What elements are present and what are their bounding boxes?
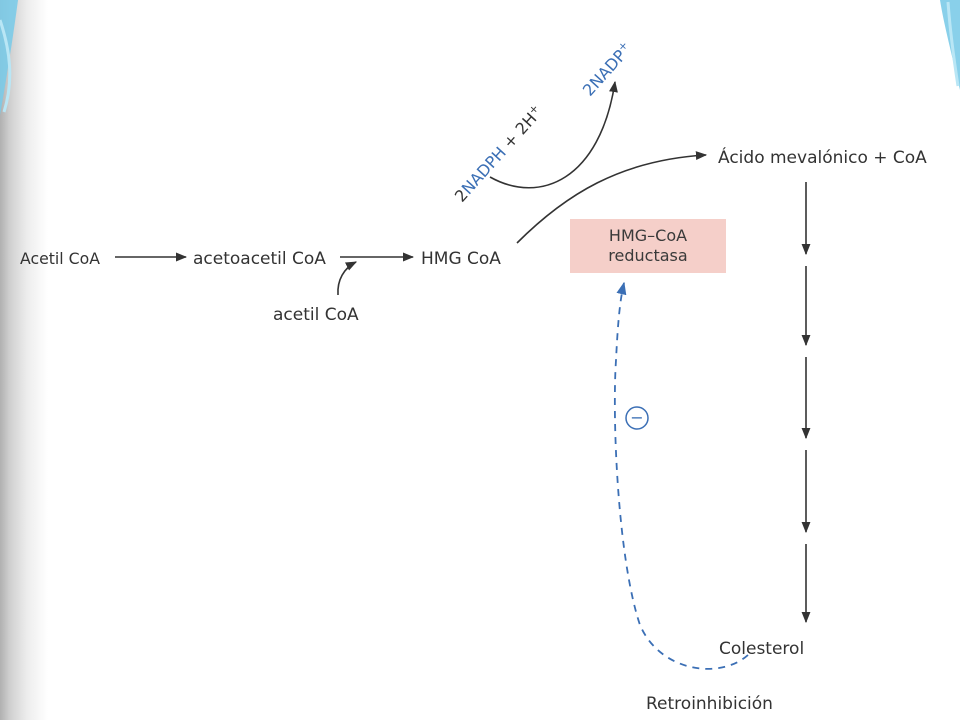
node-mevalonic-acid: Ácido mevalónico + CoA <box>718 146 927 168</box>
cofactor-nadph: 2NADPH + 2H+ <box>450 101 547 205</box>
left-decorative-strip <box>0 0 48 720</box>
arrow-acetyl-join <box>337 261 358 296</box>
node-acetyl-coa-2: acetil CoA <box>273 305 359 325</box>
arrow-hmg-to-mevalonic <box>516 151 708 244</box>
arrow-nadph-to-nadp <box>489 80 618 189</box>
label-feedback-inhibition: Retroinhibición <box>646 694 773 714</box>
left-swoosh-decoration <box>0 0 18 115</box>
node-acetoacetyl-coa: acetoacetil CoA <box>193 249 326 269</box>
nadph-label: NADPH <box>458 143 510 198</box>
cofactor-nadp: 2NADP+ <box>578 38 636 99</box>
enzyme-hmg-coa-reductase: HMG–CoA reductasa <box>570 219 726 273</box>
node-acetyl-coa: Acetil CoA <box>20 249 100 268</box>
enzyme-name-line2: reductasa <box>608 246 688 265</box>
node-cholesterol: Colesterol <box>719 639 804 659</box>
inhibition-symbol: − <box>625 406 649 430</box>
right-swoosh-decoration <box>940 0 960 90</box>
enzyme-name-line1: HMG–CoA <box>608 226 688 245</box>
node-hmg-coa: HMG CoA <box>421 249 501 269</box>
feedback-inhibition-arrow <box>613 281 749 670</box>
inhibition-sign: − <box>630 408 643 427</box>
